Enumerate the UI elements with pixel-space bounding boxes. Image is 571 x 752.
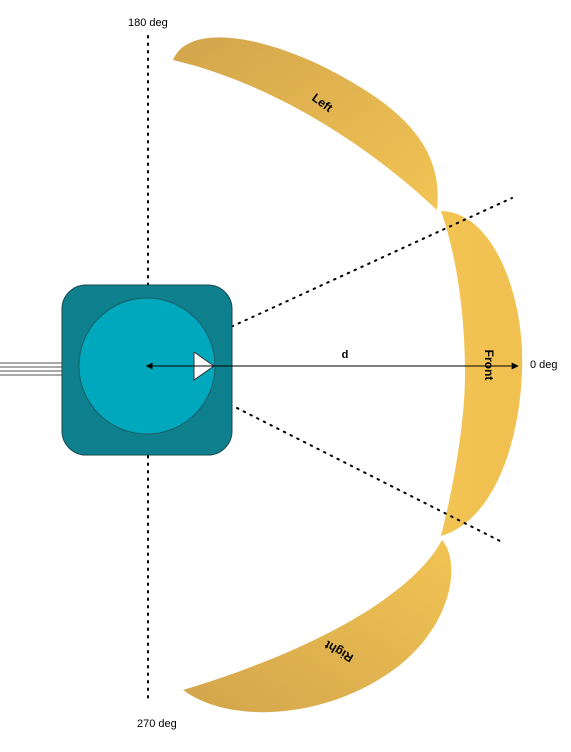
robot-cable bbox=[0, 362, 62, 376]
front-cone-lower-boundary bbox=[149, 363, 501, 542]
label-distance: d bbox=[342, 349, 349, 361]
right-zone bbox=[183, 540, 452, 713]
label-180-deg: 180 deg bbox=[128, 17, 168, 29]
label-270-deg: 270 deg bbox=[137, 718, 177, 730]
front-cone-upper-boundary bbox=[149, 197, 513, 365]
front-zone bbox=[441, 211, 523, 536]
zone-label-front: Front bbox=[482, 350, 496, 381]
left-zone bbox=[173, 37, 438, 210]
label-0-deg: 0 deg bbox=[530, 359, 558, 371]
